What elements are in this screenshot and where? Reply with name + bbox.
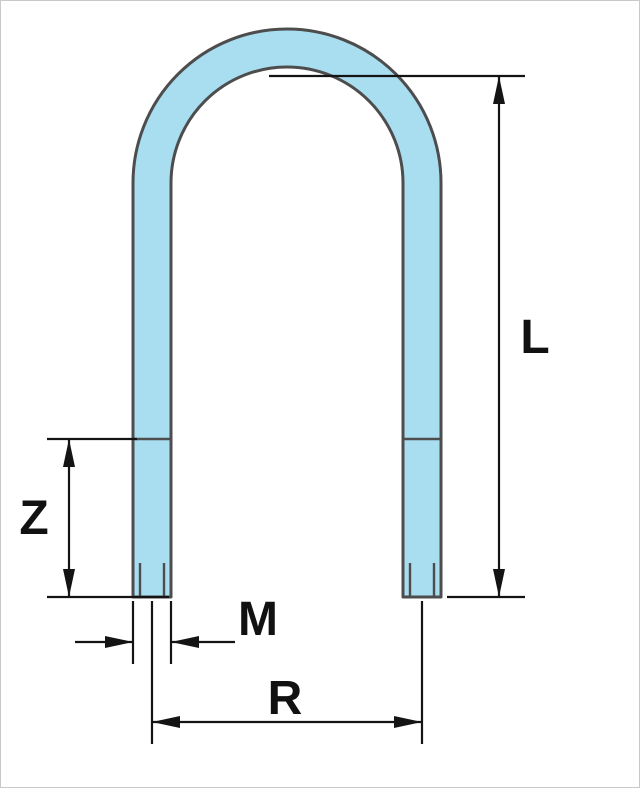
dimension-L: L — [269, 74, 550, 599]
dimension-R: R — [150, 601, 424, 744]
dim-Z-arrow-down — [63, 569, 75, 597]
dimension-label-R: R — [268, 672, 303, 725]
u-bolt-body — [131, 27, 443, 599]
dimension-M: M — [75, 593, 278, 664]
dimension-label-Z: Z — [19, 492, 48, 545]
dim-M-arrow-right — [105, 636, 133, 648]
dimension-label-L: L — [520, 311, 549, 364]
dim-R-arrow-left — [152, 716, 180, 728]
dim-M-arrow-left — [171, 636, 199, 648]
dimension-label-M: M — [238, 593, 278, 646]
dim-Z-arrow-up — [63, 439, 75, 467]
dim-R-arrow-right — [394, 716, 422, 728]
dim-L-arrow-down — [493, 569, 505, 597]
dim-L-arrow-up — [493, 76, 505, 104]
u-bolt-shape — [131, 27, 443, 599]
dimension-Z: Z — [19, 437, 169, 599]
